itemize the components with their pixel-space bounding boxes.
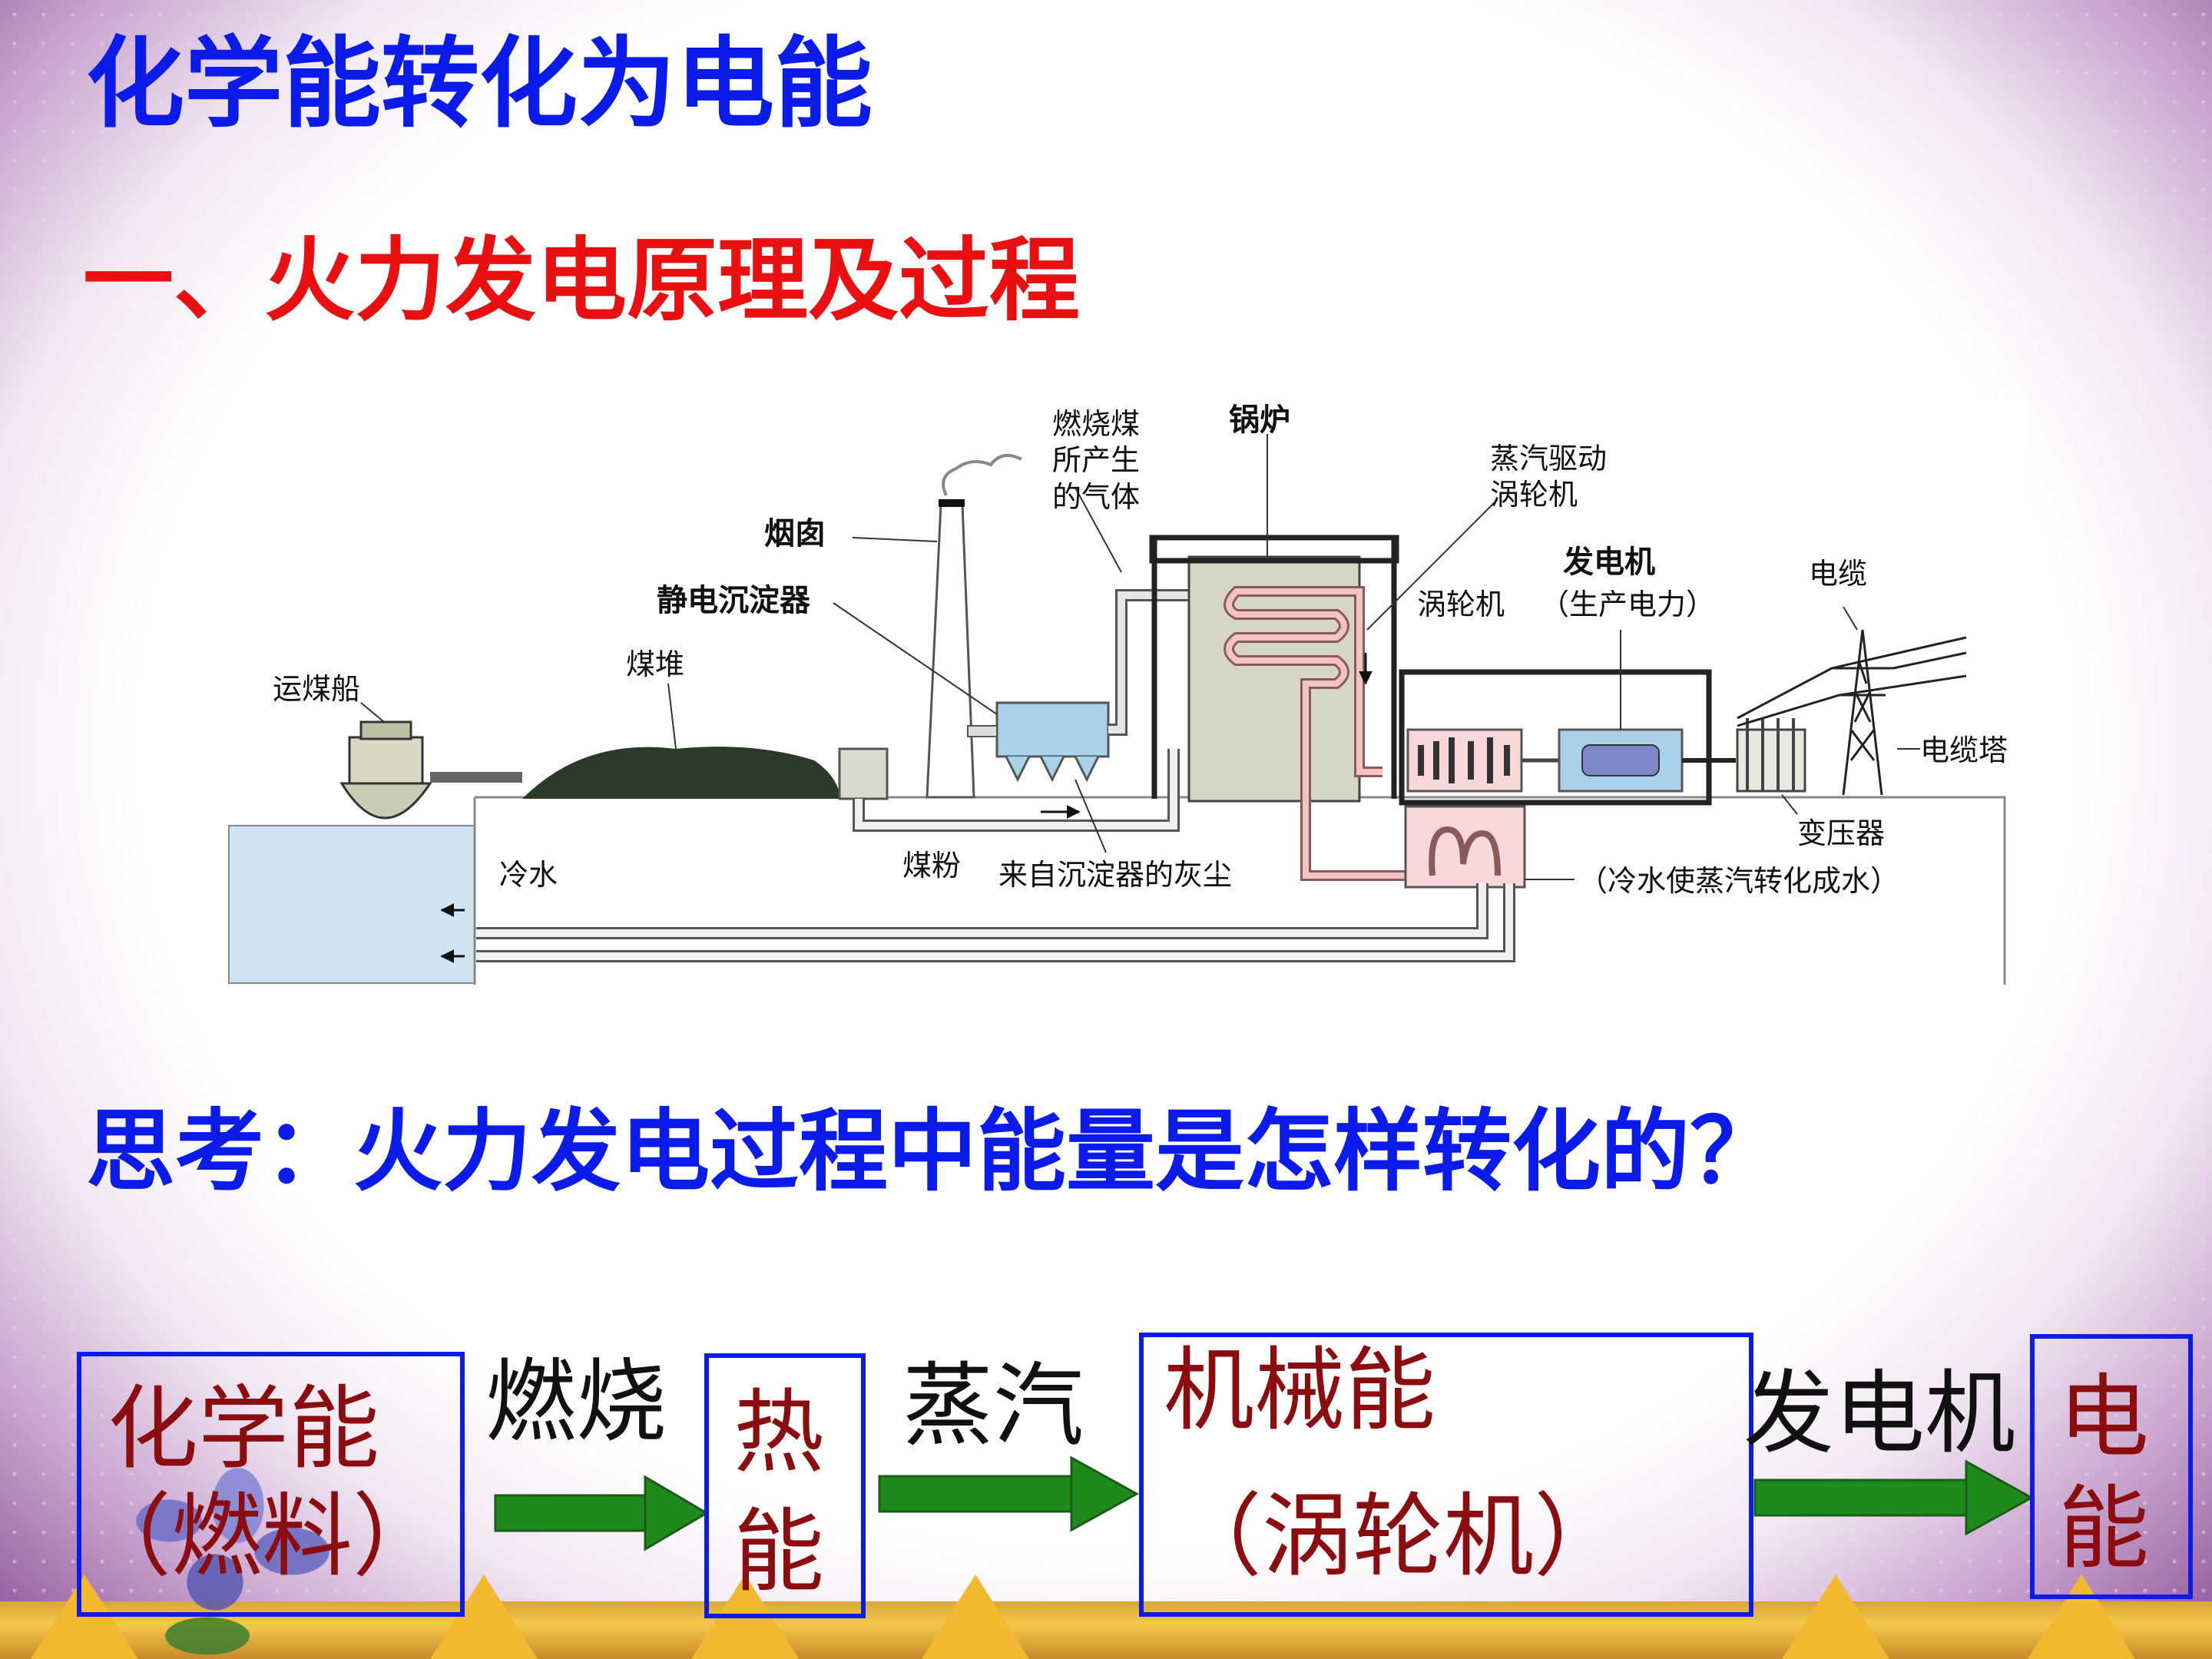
box-heat-energy (704, 1353, 866, 1618)
label-steam-1: 蒸汽驱动 (1490, 442, 1607, 475)
fuel-label: （燃料） (81, 1483, 444, 1589)
chimney (926, 453, 1022, 799)
label-precipitator: 静电沉淀器 (657, 582, 811, 618)
label-transformer: 变压器 (1797, 816, 1885, 850)
decorative-flower (100, 1452, 353, 1659)
turbine-note-label: （涡轮机） (1171, 1483, 1625, 1589)
slide-title: 化学能转化为电能 (86, 27, 873, 141)
arrow-combustion (494, 1475, 709, 1551)
decor-triangle (2028, 1575, 2135, 1659)
coal-pile (522, 747, 841, 799)
box-mechanical-energy (1139, 1333, 1753, 1617)
decor-triangle (922, 1575, 1029, 1659)
label-generator: 发电机 (1563, 544, 1655, 580)
ground-line (473, 796, 2006, 985)
label-generator-note: （生产电力） (1540, 588, 1715, 621)
decor-triangle (430, 1575, 538, 1659)
label-steam-2: 涡轮机 (1490, 478, 1578, 512)
cable-tower (1737, 629, 1967, 796)
decorative-bottom-strip (0, 1575, 2212, 1659)
label-gas-1: 燃烧煤 (1052, 407, 1140, 441)
label-tower: 电缆塔 (1920, 733, 2008, 767)
question-text: 思考：火力发电过程中能量是怎样转化的？ (86, 1100, 1779, 1204)
transformer (1736, 718, 1806, 793)
precipitator (967, 701, 1110, 783)
label-chimney: 烟囱 (764, 515, 826, 551)
label-ship: 运煤船 (273, 672, 360, 706)
box-chemical-energy (77, 1352, 465, 1617)
electric-energy-label-2: 能 (2058, 1475, 2150, 1581)
heat-energy-label-2: 能 (733, 1498, 825, 1604)
label-turbine: 涡轮机 (1417, 588, 1505, 621)
label-dust: 来自沉淀器的灰尘 (998, 858, 1232, 892)
coal-feeder (838, 747, 889, 800)
heat-energy-label-1: 热 (733, 1379, 825, 1485)
label-cable: 电缆 (1809, 557, 1867, 591)
label-condenser-note: （冷水使蒸汽转化成水） (1578, 864, 1899, 898)
label-boiler: 锅炉 (1229, 402, 1290, 438)
chemical-energy-label: 化学能 (108, 1376, 380, 1482)
arrow-generator (1753, 1459, 2035, 1536)
label-coal-powder: 煤粉 (902, 849, 961, 882)
water-body (228, 825, 475, 984)
decor-triangle (1782, 1575, 1889, 1659)
coal-ship (339, 720, 522, 820)
turbine (1406, 728, 1523, 793)
step-combustion-label: 燃烧 (485, 1349, 667, 1455)
label-coal-pile: 煤堆 (626, 647, 684, 681)
mechanical-energy-label: 机械能 (1164, 1337, 1436, 1443)
step-generator-label: 发电机 (1743, 1360, 2016, 1466)
slide-subtitle: 一、火力发电原理及过程 (83, 227, 1081, 333)
box-electric-energy (2030, 1334, 2193, 1599)
step-steam-label: 蒸汽 (902, 1353, 1084, 1459)
electric-energy-label-1: 电 (2058, 1364, 2150, 1470)
label-gas-2: 所产生 (1052, 443, 1140, 477)
arrow-steam (878, 1455, 1140, 1532)
label-cold-water: 冷水 (499, 858, 558, 892)
label-gas-3: 的气体 (1052, 480, 1140, 514)
